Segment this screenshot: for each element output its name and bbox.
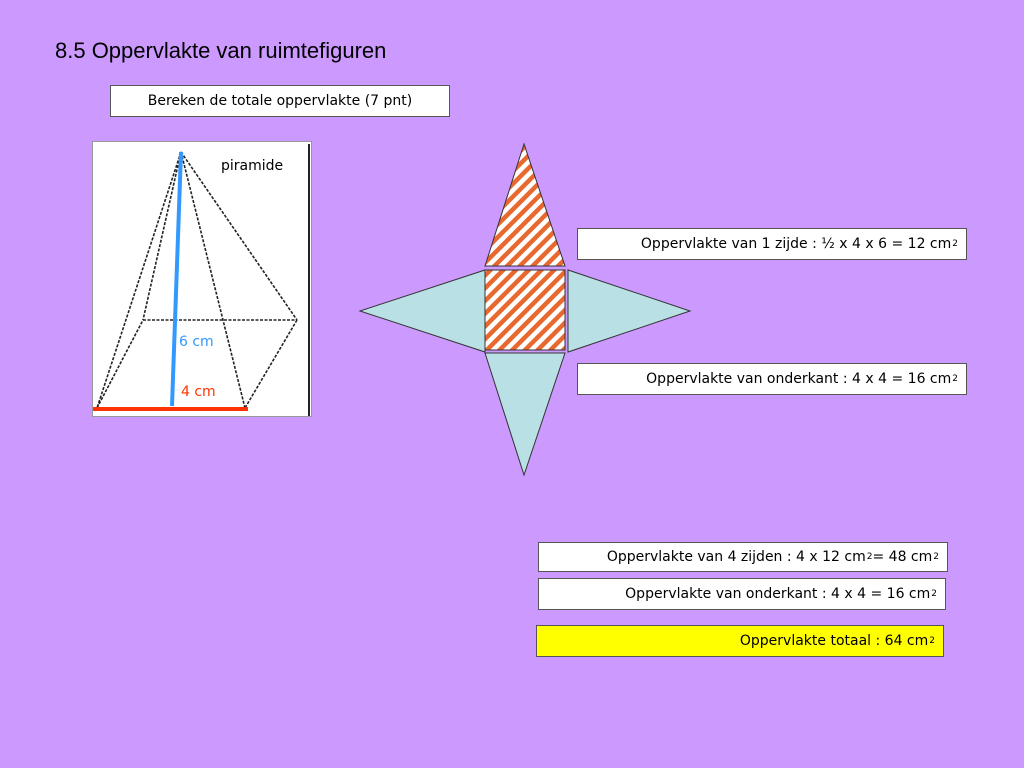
- pyramid-figure: piramide 6 cm 4 cm: [92, 141, 312, 417]
- height-label: 6 cm: [179, 334, 214, 350]
- summary-base-sup: 2: [931, 588, 937, 599]
- net-right-triangle: [567, 269, 692, 353]
- net-base-square: [484, 269, 566, 351]
- net-bottom-triangle: [484, 352, 566, 477]
- summary-base-text: Oppervlakte van onderkant : 4 x 4 = 16 c…: [625, 586, 931, 602]
- task-text: Bereken de totale oppervlakte (7 pnt): [147, 93, 413, 109]
- figure-name: piramide: [221, 158, 284, 174]
- height-line: [170, 151, 183, 407]
- total-sup: 2: [929, 635, 935, 646]
- side-area-box: Oppervlakte van 1 zijde : ½ x 4 x 6 = 12…: [577, 228, 967, 260]
- net-top-triangle: [484, 142, 566, 267]
- side-area-sup: 2: [952, 238, 958, 249]
- summary-base-box: Oppervlakte van onderkant : 4 x 4 = 16 c…: [538, 578, 946, 610]
- base-area-text: Oppervlakte van onderkant : 4 x 4 = 16 c…: [646, 371, 952, 387]
- pyramid-drawing: [93, 144, 310, 416]
- base-area-sup: 2: [952, 373, 958, 384]
- base-area-box: Oppervlakte van onderkant : 4 x 4 = 16 c…: [577, 363, 967, 395]
- total-text: Oppervlakte totaal : 64 cm: [739, 633, 929, 649]
- summary-sides-mid: = 48 cm: [872, 549, 933, 565]
- side-area-text: Oppervlakte van 1 zijde : ½ x 4 x 6 = 12…: [640, 236, 952, 252]
- summary-sides-sup2: 2: [933, 551, 939, 562]
- task-box: Bereken de totale oppervlakte (7 pnt): [110, 85, 450, 117]
- pyramid-net: [358, 142, 692, 477]
- net-left-triangle: [358, 269, 486, 353]
- summary-sides-text: Oppervlakte van 4 zijden : 4 x 12 cm: [606, 549, 866, 565]
- page-title: 8.5 Oppervlakte van ruimtefiguren: [55, 38, 387, 63]
- summary-sides-sup1: 2: [866, 551, 873, 562]
- base-label: 4 cm: [181, 384, 216, 400]
